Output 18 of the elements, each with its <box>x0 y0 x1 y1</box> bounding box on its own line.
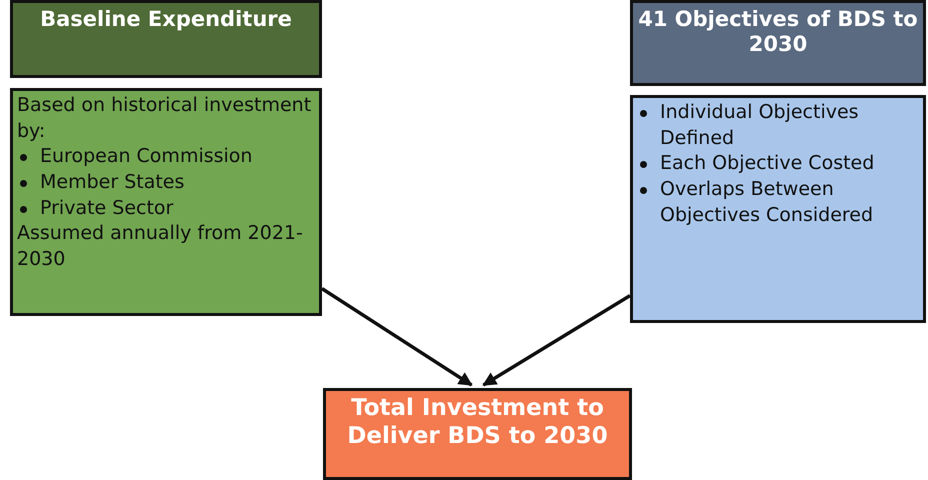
list-item: Each Objective Costed <box>660 151 874 176</box>
list-item: Private Sector <box>40 196 174 221</box>
list-item: Individual Objectives Defined <box>660 100 860 151</box>
list-item: Overlaps Between Objectives Considered <box>660 176 874 228</box>
box-title: 41 Objectives of BDS to 2030 <box>637 7 919 58</box>
header-box <box>630 0 926 86</box>
body-text: Based on historical investment by: <box>17 93 312 144</box>
box-title: Total Investment to Deliver BDS to 2030 <box>346 395 609 450</box>
text-box <box>630 95 926 323</box>
text-box <box>10 88 322 316</box>
header-box <box>323 388 632 480</box>
box-title: Baseline Expenditure <box>40 7 292 32</box>
arrow <box>321 287 473 386</box>
list-item: European Commission <box>40 144 252 170</box>
body-text: Assumed annually from 2021-2030 <box>17 221 304 272</box>
header-box <box>10 0 322 78</box>
list-item: Member States <box>40 170 184 195</box>
arrow <box>482 294 631 386</box>
